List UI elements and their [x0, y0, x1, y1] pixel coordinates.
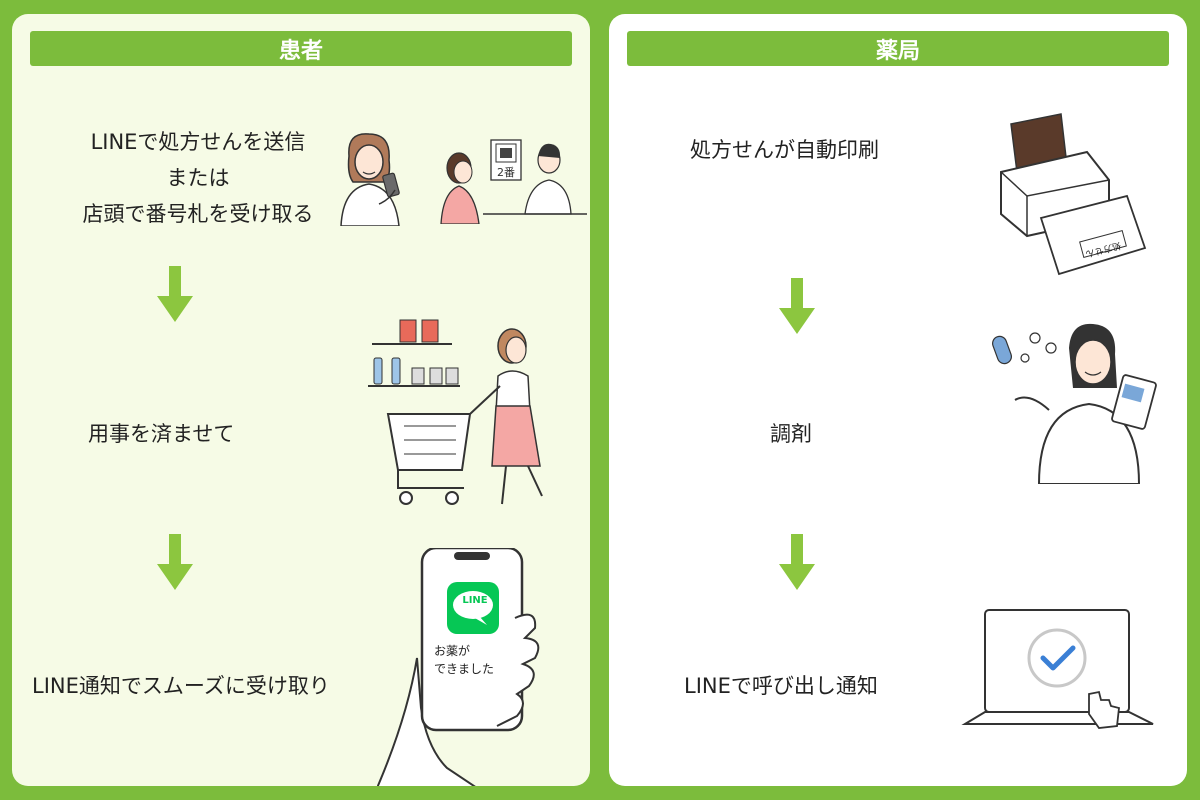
patient-step3-text: LINE通知でスムーズに受け取り	[32, 674, 330, 698]
pharmacy-arrow-1	[779, 278, 815, 334]
patient-panel: 患者 LINEで処方せんを送信 または 店頭で番号札を受け取る 2番 用事を済ま…	[12, 14, 590, 786]
phone-message: お薬が できました	[434, 642, 494, 678]
phone-message-line1: お薬が	[434, 644, 471, 658]
pharmacy-arrow-2	[779, 534, 815, 590]
patient-step1-text: LINEで処方せんを送信 または 店頭で番号札を受け取る	[48, 124, 348, 232]
patient-arrow-1	[157, 266, 193, 322]
pharmacy-header: 薬局	[627, 31, 1169, 66]
patient-step1-line1: LINEで処方せんを送信	[90, 130, 306, 154]
pharmacy-step1-text: 処方せんが自動印刷	[690, 138, 879, 162]
patient-header: 患者	[30, 31, 572, 66]
pharmacy-step3-text: LINEで呼び出し通知	[684, 674, 878, 698]
patient-step2-text: 用事を済ませて	[88, 422, 235, 446]
line-app-label: LINE	[462, 595, 488, 606]
pharmacy-step2-text: 調剤	[770, 422, 812, 446]
patient-arrow-2	[157, 534, 193, 590]
counter-ticket-illustration: 2番	[440, 139, 587, 224]
patient-step1-line3: 店頭で番号札を受け取る	[82, 202, 314, 226]
woman-with-phone-illustration	[340, 133, 400, 226]
laptop-illustration	[961, 609, 1154, 729]
shopping-woman-illustration	[368, 319, 543, 505]
pharmacist-illustration	[992, 323, 1157, 484]
phone-message-line2: できました	[434, 662, 495, 676]
phone-in-hand-illustration	[377, 548, 540, 786]
patient-step1-line2: または	[166, 166, 230, 190]
printer-illustration	[1000, 113, 1147, 276]
ticket-number-text: 2番	[497, 166, 515, 179]
pharmacy-panel: 薬局 処方せんが自動印刷 処方せん 調剤 LINEで呼び出し通知	[609, 14, 1187, 786]
